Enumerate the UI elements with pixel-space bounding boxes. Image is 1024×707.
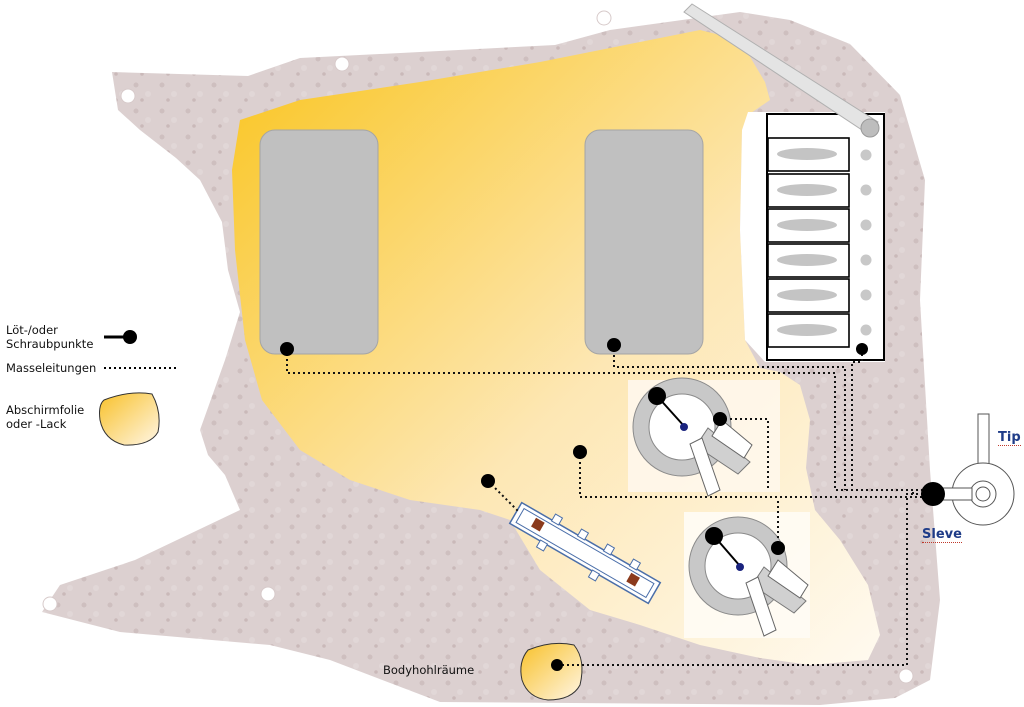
bridge-pickup (584, 129, 704, 355)
jack-tip-label: Tip (998, 430, 1021, 446)
screw-hole (120, 88, 136, 104)
screw-hole (596, 10, 612, 26)
solder-point (481, 474, 495, 488)
solder-point (771, 541, 785, 555)
screw-hole (260, 586, 276, 602)
tremolo-arm (683, 3, 880, 138)
neck-pickup (259, 129, 379, 355)
body-cavity-label: Bodyhohlräume (383, 663, 475, 677)
solder-point (713, 412, 727, 426)
solder-point (648, 387, 666, 405)
shielding-area (232, 30, 880, 665)
pickup-selector-switch (508, 501, 662, 605)
jack-tip-text: Tip (998, 430, 1021, 446)
screw-hole (42, 596, 58, 612)
jack-sleeve-label: Sleve (922, 527, 962, 543)
screw-hole (334, 56, 350, 72)
legend-solder-symbol (104, 330, 137, 344)
legend-solder-label: Löt-/oder Schraubpunkte (6, 323, 94, 351)
screw-hole (898, 668, 914, 684)
body-cavity-shield (520, 642, 583, 701)
solder-point (280, 342, 294, 356)
solder-point (921, 482, 945, 506)
legend-shield-label: Abschirmfolie oder -Lack (6, 403, 85, 431)
solder-point (856, 343, 868, 355)
solder-point (551, 659, 563, 671)
bridge (766, 113, 885, 361)
legend-shield-symbol (99, 392, 160, 446)
solder-point (705, 527, 723, 545)
output-jack (937, 413, 1015, 526)
solder-point (607, 338, 621, 352)
legend-ground-label: Masseleitungen (6, 361, 97, 375)
jack-sleeve-text: Sleve (922, 527, 962, 543)
solder-point (573, 445, 587, 459)
